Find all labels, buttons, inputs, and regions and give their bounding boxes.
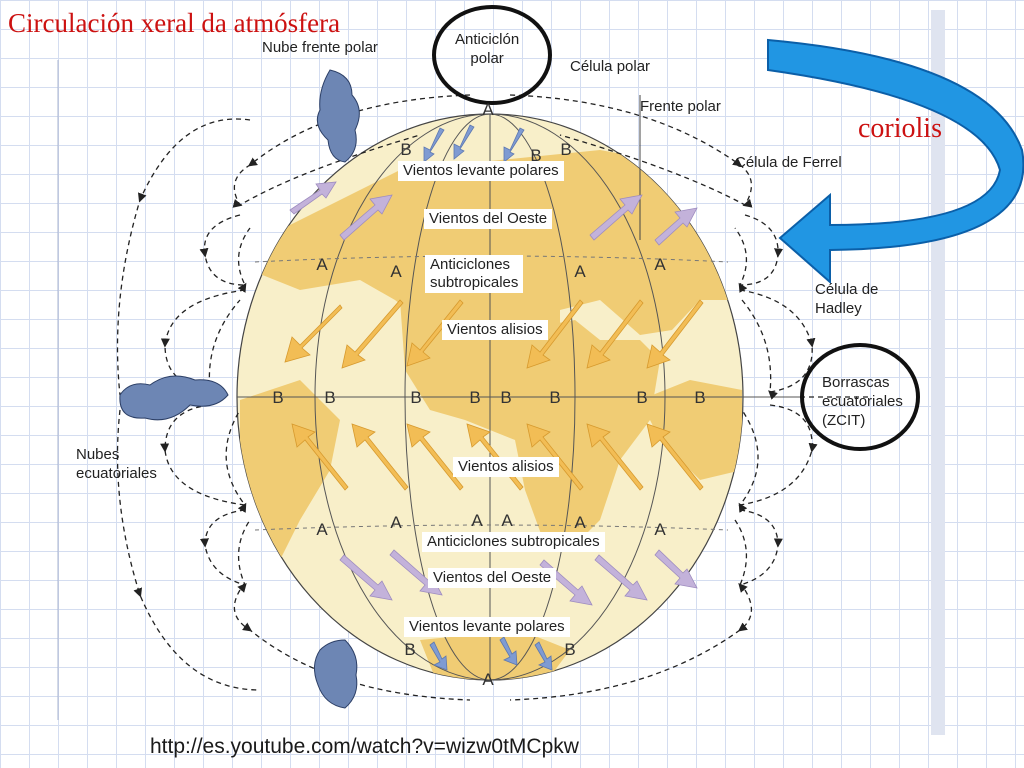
cloud-polar-front-north bbox=[316, 69, 360, 163]
source-link[interactable]: http://es.youtube.com/watch?v=wizw0tMCpk… bbox=[150, 735, 579, 758]
band-trade-winds-south: Vientos alisios bbox=[453, 457, 559, 477]
high-pressure-marker: A bbox=[501, 511, 513, 530]
trade-arrow bbox=[284, 304, 343, 363]
westerly-arrow bbox=[339, 194, 393, 241]
high-pressure-marker: A bbox=[574, 513, 586, 532]
trade-wind-arrows-north bbox=[284, 299, 704, 369]
hadley-cell-right-n bbox=[739, 289, 816, 400]
low-pressure-marker: B bbox=[636, 388, 648, 407]
low-pressure-marker: B bbox=[500, 388, 512, 407]
westerly-arrow bbox=[654, 549, 698, 589]
high-pressure-marker: A bbox=[471, 511, 483, 530]
high-pressure-marker: A bbox=[654, 255, 666, 274]
hadley-cell-left-n bbox=[160, 289, 246, 398]
polar-cell-right-s bbox=[509, 589, 752, 701]
westerly-arrows-south bbox=[339, 549, 698, 606]
low-pressure-marker: B bbox=[404, 640, 416, 659]
ferrel-cell-right bbox=[734, 214, 784, 293]
ferrel-cell-left-s bbox=[199, 509, 251, 593]
westerly-arrow bbox=[339, 554, 393, 601]
outer-flow-left-s bbox=[116, 409, 261, 691]
low-pressure-marker: B bbox=[400, 140, 412, 159]
hadley-cell-right-s bbox=[738, 404, 818, 513]
coriolis-label: coriolis bbox=[858, 113, 942, 144]
ferrel-cell-right-s bbox=[734, 509, 783, 593]
trade-arrow bbox=[351, 423, 409, 491]
low-pressure-marker: B bbox=[272, 388, 284, 407]
eurasia-land bbox=[250, 150, 742, 340]
band-polar-easterlies-north: Vientos levante polares bbox=[398, 161, 564, 181]
polar-easterly-arrow bbox=[534, 641, 553, 671]
polar-easterly-arrow bbox=[453, 124, 475, 160]
label-equatorial-lows: Borrascas ecuatoriales (ZCIT) bbox=[822, 374, 903, 429]
ferrel-cell-left bbox=[199, 214, 251, 293]
high-pressure-marker: A bbox=[482, 670, 494, 689]
band-westerlies-south: Vientos del Oeste bbox=[428, 568, 557, 588]
polar-easterly-arrow bbox=[503, 127, 525, 163]
high-pressure-marker: A bbox=[390, 262, 402, 281]
trade-arrow bbox=[646, 423, 704, 491]
westerly-arrow bbox=[289, 181, 337, 215]
hadley-cell-left-s bbox=[160, 404, 247, 513]
trade-arrow bbox=[291, 423, 349, 491]
label-hadley-cell: Célula de Hadley bbox=[815, 281, 879, 317]
label-polar-front: Frente polar bbox=[640, 98, 721, 115]
band-westerlies-north: Vientos del Oeste bbox=[424, 209, 553, 229]
high-pressure-marker: A bbox=[316, 255, 328, 274]
high-pressure-marker: A bbox=[316, 520, 328, 539]
label-ferrel-cell: Célula de Ferrel bbox=[735, 154, 842, 171]
label-equatorial-clouds: Nubes ecuatoriales bbox=[76, 446, 157, 482]
south-america-land bbox=[240, 380, 340, 560]
band-trade-winds-north: Vientos alisios bbox=[442, 320, 548, 340]
high-pressure-marker: A bbox=[654, 520, 666, 539]
trade-arrow bbox=[586, 299, 644, 369]
polar-easterly-arrow bbox=[499, 636, 518, 666]
band-polar-easterlies-south: Vientos levante polares bbox=[404, 617, 570, 637]
polar-easterly-arrow bbox=[423, 127, 445, 163]
polar-cell-left-s bbox=[233, 589, 471, 701]
cloud-equatorial bbox=[119, 375, 229, 421]
label-polar-anticyclone: Anticiclón polar bbox=[455, 31, 520, 67]
coriolis-arrow bbox=[767, 38, 1024, 285]
low-pressure-marker: B bbox=[469, 388, 481, 407]
high-pressure-marker: A bbox=[482, 100, 494, 119]
slide-title: Circulación xeral da atmósfera bbox=[8, 8, 341, 38]
high-pressure-marker: A bbox=[390, 513, 402, 532]
low-pressure-marker: B bbox=[530, 146, 542, 165]
trade-arrow bbox=[406, 299, 464, 367]
polar-cell-right bbox=[509, 94, 753, 208]
trade-arrow bbox=[406, 423, 464, 491]
trade-arrow bbox=[646, 299, 704, 369]
polar-easterly-arrow bbox=[429, 641, 448, 671]
trade-arrow bbox=[341, 299, 404, 369]
low-pressure-marker: B bbox=[549, 388, 561, 407]
high-pressure-marker: A bbox=[574, 262, 586, 281]
low-pressure-marker: B bbox=[564, 640, 576, 659]
westerly-arrow bbox=[654, 207, 698, 246]
polar-cell-left bbox=[232, 94, 471, 208]
low-pressure-marker: B bbox=[694, 388, 706, 407]
low-pressure-marker: B bbox=[410, 388, 422, 407]
trade-arrow bbox=[526, 299, 584, 369]
highlight-circle-itcz bbox=[800, 343, 920, 451]
westerly-arrows-north bbox=[289, 181, 698, 246]
highlight-circle-polar-anticyclone bbox=[432, 5, 552, 105]
cloud-polar-front-south bbox=[314, 639, 358, 709]
band-subtropical-highs-north: Anticiclones subtropicales bbox=[425, 255, 524, 293]
label-polar-cell: Célula polar bbox=[570, 58, 651, 75]
outer-flow-left-n bbox=[116, 118, 251, 396]
low-pressure-marker: B bbox=[560, 140, 572, 159]
label-polar-front-cloud: Nube frente polar bbox=[262, 39, 378, 56]
trade-arrow bbox=[586, 423, 644, 491]
asia-islands-land bbox=[640, 380, 742, 480]
polar-easterly-arrows bbox=[423, 124, 553, 671]
landmasses bbox=[240, 150, 742, 680]
westerly-arrow bbox=[594, 554, 648, 601]
westerly-arrow bbox=[589, 194, 643, 241]
band-subtropical-highs-south: Anticiclones subtropicales bbox=[422, 532, 605, 552]
low-pressure-marker: B bbox=[324, 388, 336, 407]
